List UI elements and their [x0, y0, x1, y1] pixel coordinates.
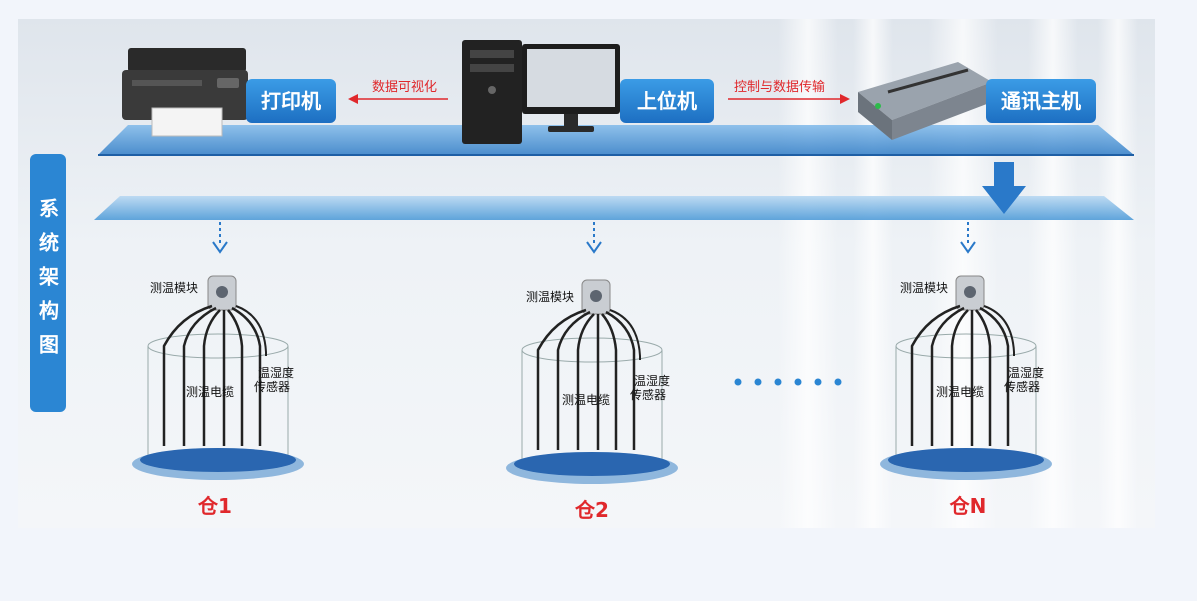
- down-arrow-icon: [212, 222, 228, 254]
- sensor-label-line2: 传感器: [630, 388, 667, 402]
- cable-label: 测温电缆: [562, 393, 611, 407]
- sensor-label-line1: 温湿度: [634, 374, 671, 388]
- communication-host-icon: [858, 62, 992, 140]
- down-arrow-icon: [960, 222, 976, 254]
- ellipsis-dots-icon: [734, 378, 842, 386]
- silo-diagram: [880, 275, 1052, 480]
- visualization-arrow-icon: [348, 94, 448, 104]
- printer-icon: [122, 48, 248, 137]
- silo-diagram: [506, 279, 678, 484]
- sensor-label-line2: 传感器: [254, 380, 291, 394]
- warehouse-name: 仓1: [198, 494, 232, 518]
- host-pc-label: 上位机: [620, 79, 714, 123]
- down-arrow-icon: [586, 222, 602, 254]
- monitor-icon: [522, 44, 620, 132]
- cable-label: 测温电缆: [936, 385, 985, 399]
- middle-platform: [94, 196, 1134, 220]
- module-label: 测温模块: [900, 281, 949, 295]
- module-label: 测温模块: [526, 290, 575, 304]
- sensor-label-line1: 温湿度: [258, 366, 295, 380]
- side-title-text: 系统架构图: [35, 198, 60, 368]
- top-platform: [98, 125, 1134, 156]
- cable-label: 测温电缆: [186, 385, 235, 399]
- down-arrow-icon: [982, 162, 1026, 214]
- system-architecture-title: 系统架构图: [30, 154, 66, 412]
- control-flow-label: 控制与数据传输: [734, 80, 826, 95]
- warehouse-name: 仓2: [575, 498, 609, 522]
- control-arrow-icon: [728, 94, 850, 104]
- module-label: 测温模块: [150, 281, 199, 295]
- visualization-flow-label: 数据可视化: [372, 80, 438, 95]
- printer-label: 打印机: [246, 79, 336, 123]
- sensor-label-line2: 传感器: [1004, 380, 1041, 394]
- sensor-label-line1: 温湿度: [1008, 366, 1045, 380]
- computer-tower-icon: [462, 40, 522, 144]
- silo-diagram: [132, 275, 304, 480]
- comm-host-label: 通讯主机: [986, 79, 1096, 123]
- warehouse-name: 仓N: [949, 494, 987, 518]
